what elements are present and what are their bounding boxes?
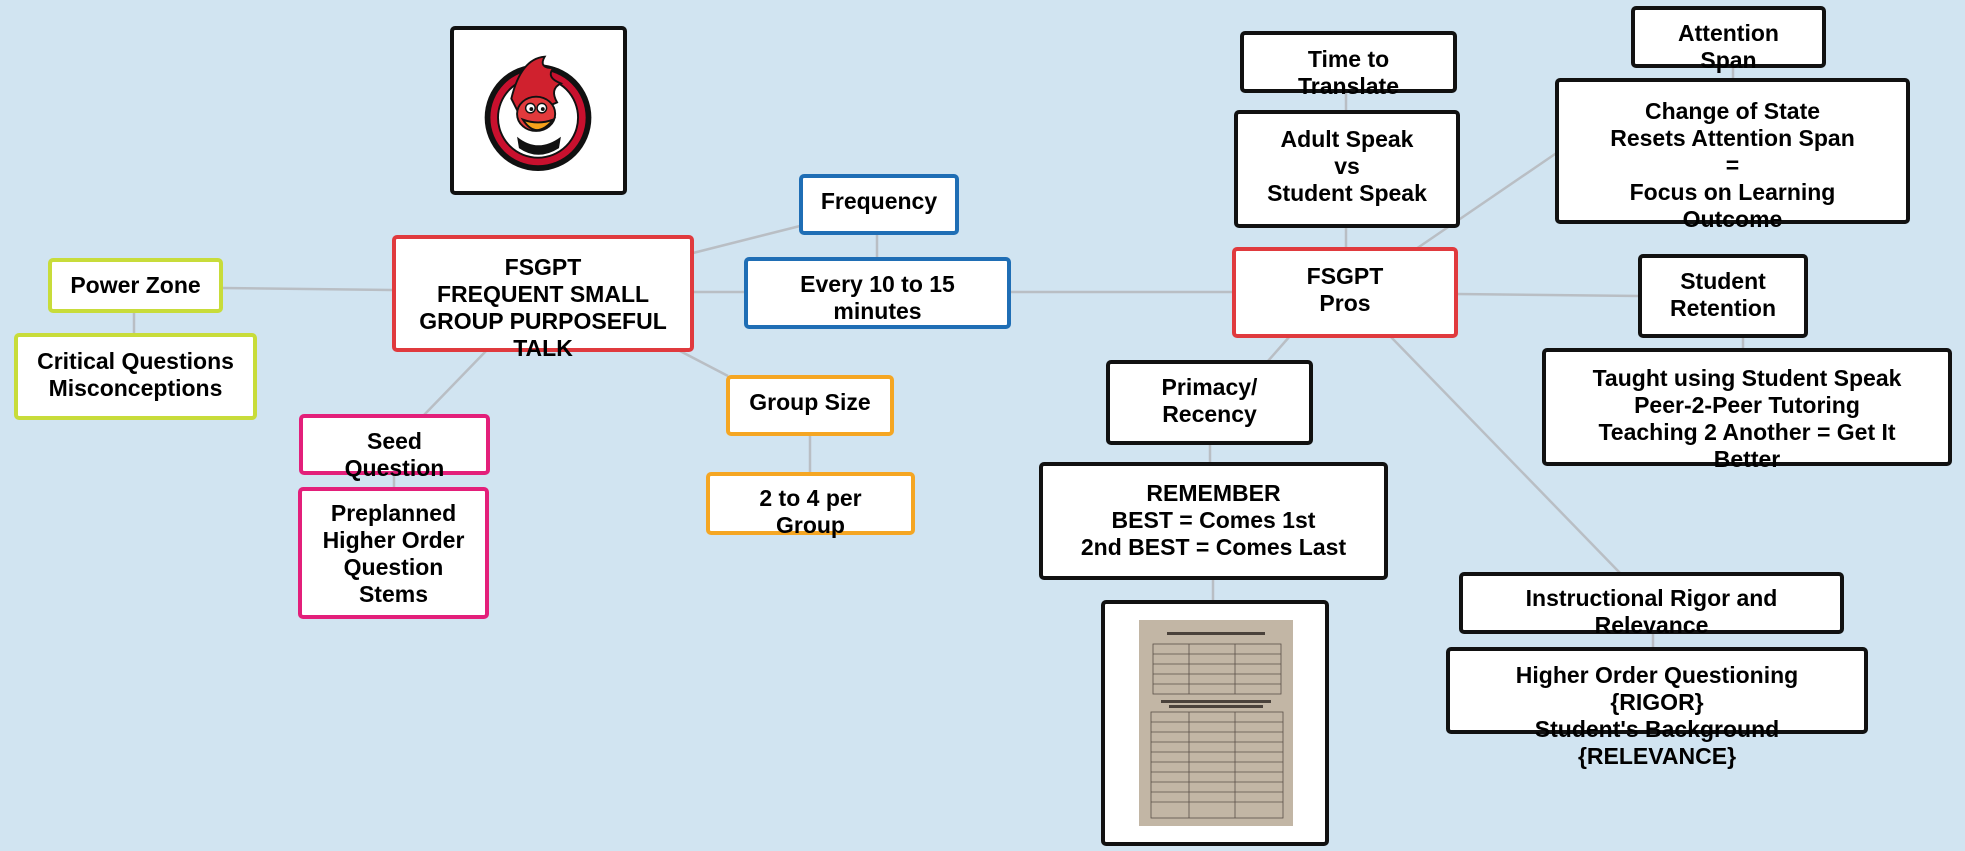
node-time-to-translate[interactable]: Time to Translate xyxy=(1240,31,1457,99)
node-group-size[interactable]: Group Size xyxy=(726,375,894,436)
link-pros-rigor xyxy=(1389,335,1621,574)
logo-box xyxy=(450,26,627,195)
node-primacy-recency[interactable]: Primacy/ Recency xyxy=(1106,360,1313,445)
link-pros-change xyxy=(1415,150,1559,251)
link-main-groupsize xyxy=(679,349,729,378)
link-pros-primacy xyxy=(1267,335,1291,362)
class-period-table-photo xyxy=(1139,620,1293,826)
node-instructional-rigor[interactable]: Instructional Rigor and Relevance xyxy=(1459,572,1844,638)
node-main-fsgpt[interactable]: FSGPT FREQUENT SMALL GROUP PURPOSEFUL TA… xyxy=(392,235,694,361)
link-pros-retention xyxy=(1455,292,1641,298)
node-seed-question[interactable]: Seed Question xyxy=(299,414,490,481)
node-2-to-4-per-group[interactable]: 2 to 4 per Group xyxy=(706,472,915,538)
node-taught-using-student-speak[interactable]: Taught using Student Speak Peer-2-Peer T… xyxy=(1542,348,1952,472)
node-remember-best[interactable]: REMEMBER BEST = Comes 1st 2nd BEST = Com… xyxy=(1039,462,1388,580)
link-main-powerzone xyxy=(221,286,393,292)
node-higher-order-questioning[interactable]: Higher Order Questioning {RIGOR} Student… xyxy=(1446,647,1868,769)
node-every-10-15[interactable]: Every 10 to 15 minutes xyxy=(744,257,1011,329)
table-photo-icon xyxy=(1139,620,1293,826)
node-fsgpt-pros[interactable]: FSGPT Pros xyxy=(1232,247,1458,338)
node-adult-vs-student-speak[interactable]: Adult Speak vs Student Speak xyxy=(1234,110,1460,228)
node-power-zone[interactable]: Power Zone xyxy=(48,258,223,313)
node-change-of-state[interactable]: Change of State Resets Attention Span = … xyxy=(1555,78,1910,232)
school-logo-icon xyxy=(484,55,592,171)
node-photo-box[interactable] xyxy=(1101,600,1329,846)
link-main-seed xyxy=(423,350,487,416)
link-main-frequency xyxy=(692,224,801,255)
node-attention-span[interactable]: Attention Span xyxy=(1631,6,1826,73)
node-critical-questions[interactable]: Critical Questions Misconceptions xyxy=(14,333,257,420)
node-frequency[interactable]: Frequency xyxy=(799,174,959,235)
node-preplanned-stems[interactable]: Preplanned Higher Order Question Stems xyxy=(298,487,489,619)
node-student-retention[interactable]: Student Retention xyxy=(1638,254,1808,338)
